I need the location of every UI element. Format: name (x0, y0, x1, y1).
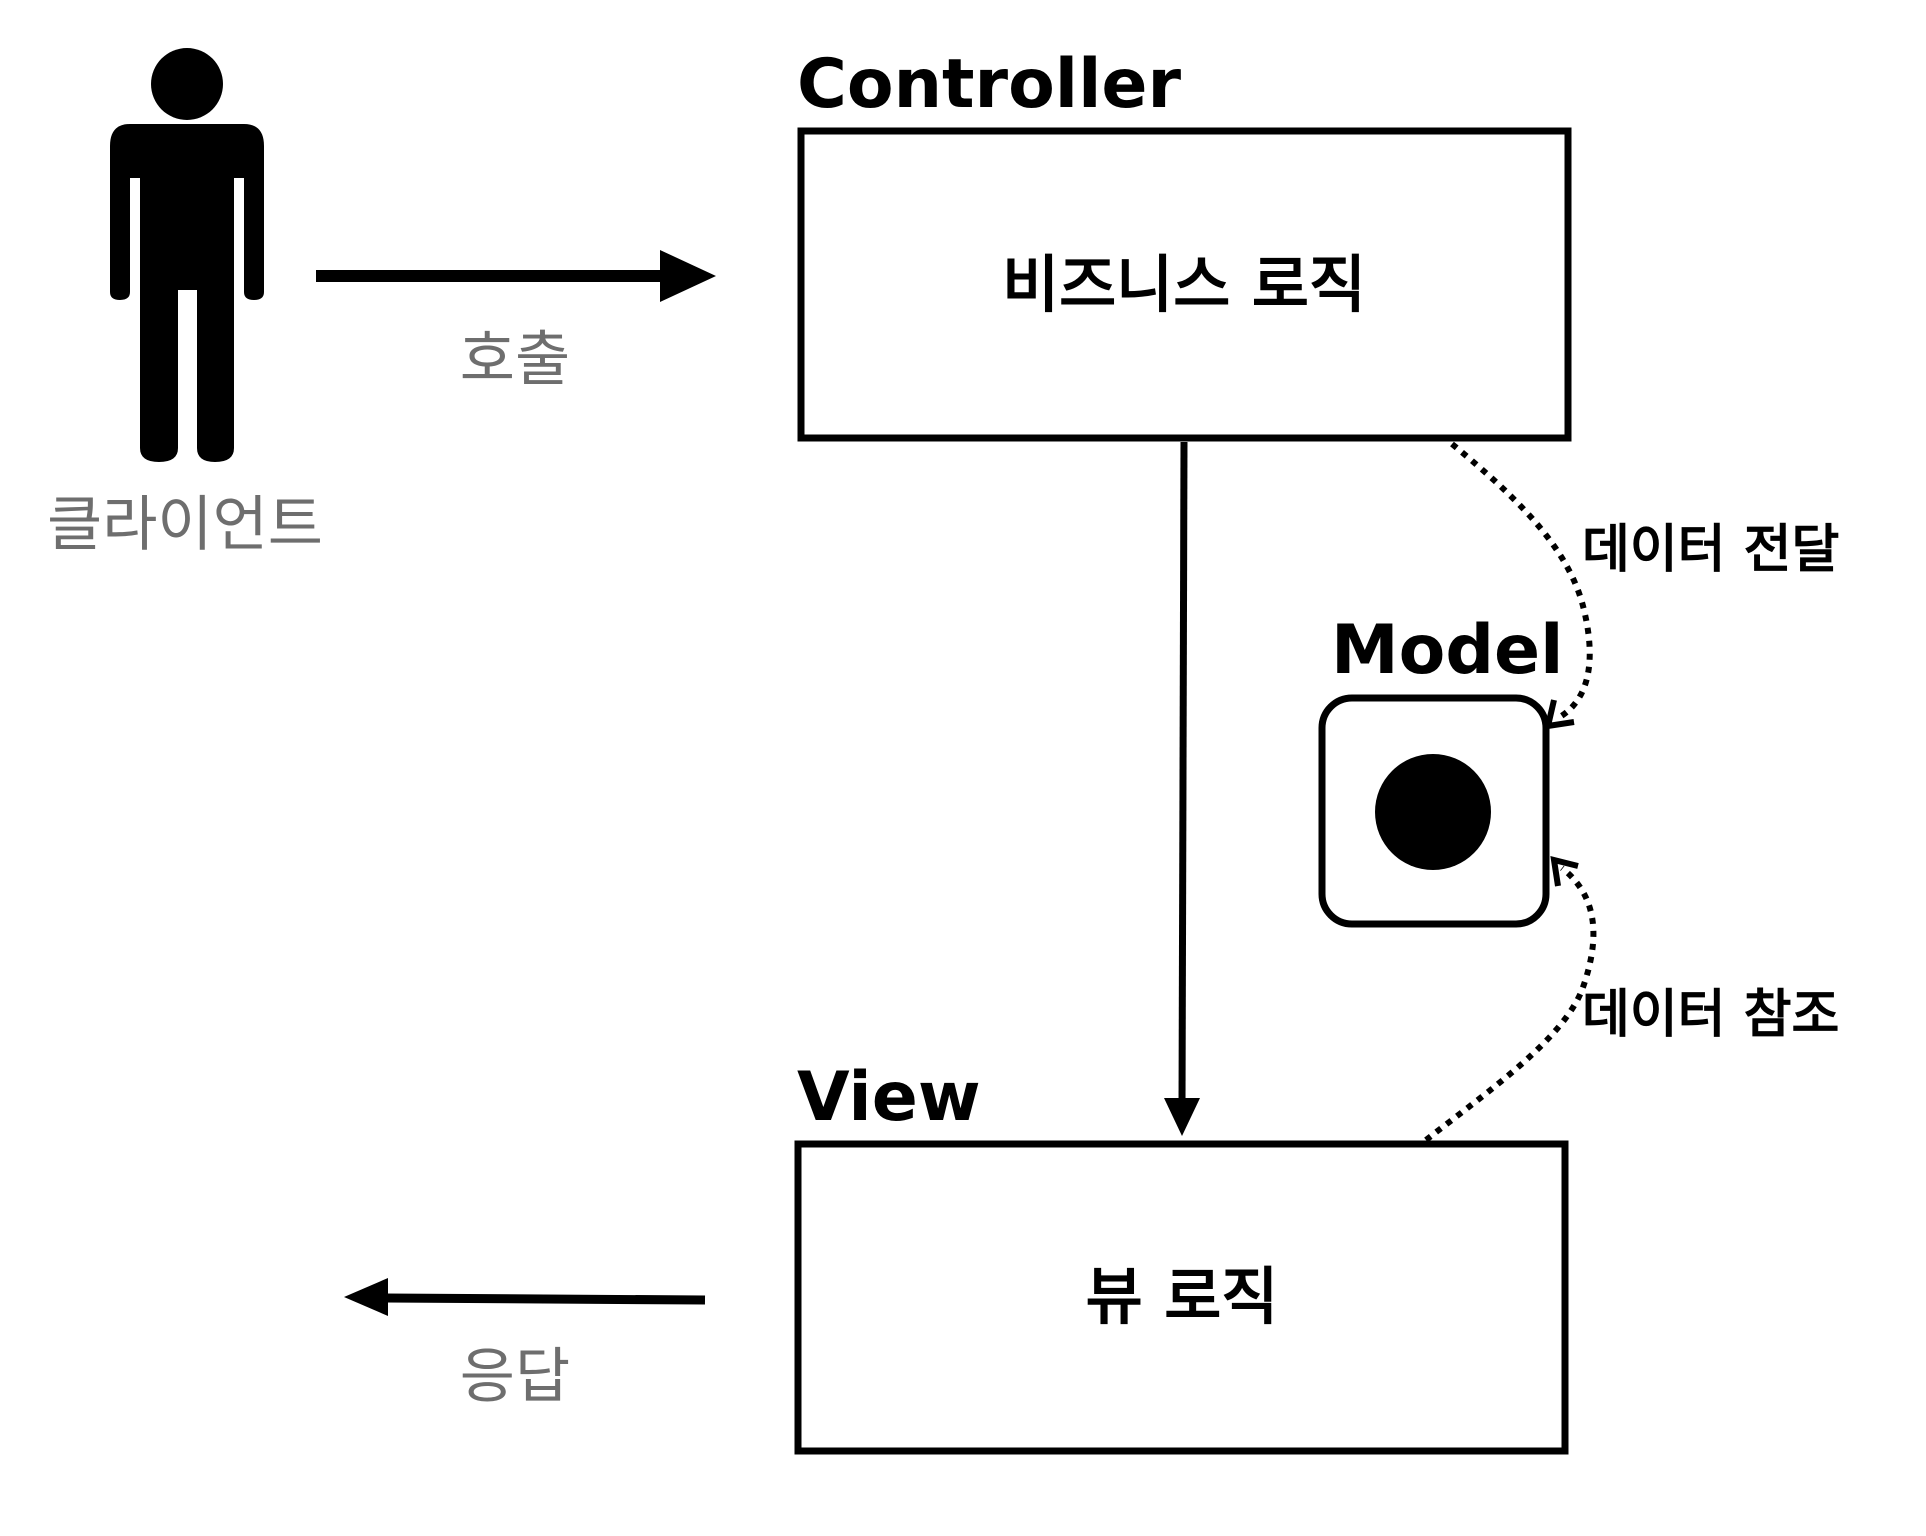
client-label: 클라이언트 (47, 490, 323, 560)
request-label: 호출 (460, 325, 570, 395)
client-actor-icon (110, 48, 264, 462)
data-reference-label: 데이터 참조 (1582, 985, 1839, 1045)
request-arrow (316, 250, 716, 302)
response-label: 응답 (460, 1342, 570, 1412)
model-dot-icon (1375, 754, 1491, 870)
controller-to-view-arrow (1164, 441, 1200, 1136)
view-content: 뷰 로직 (1086, 1260, 1279, 1333)
response-arrow (344, 1278, 706, 1316)
view-box (794, 1140, 1569, 1455)
data-pass-arrow (1450, 441, 1593, 730)
controller-box (797, 127, 1572, 442)
data-pass-label: 데이터 전달 (1582, 520, 1839, 580)
model-title: Model (1331, 611, 1564, 690)
model-box (1318, 694, 1550, 928)
view-title: View (797, 1058, 981, 1137)
controller-content: 비즈니스 로직 (1002, 248, 1366, 321)
controller-title: Controller (797, 45, 1182, 124)
data-reference-arrow (1424, 855, 1597, 1143)
